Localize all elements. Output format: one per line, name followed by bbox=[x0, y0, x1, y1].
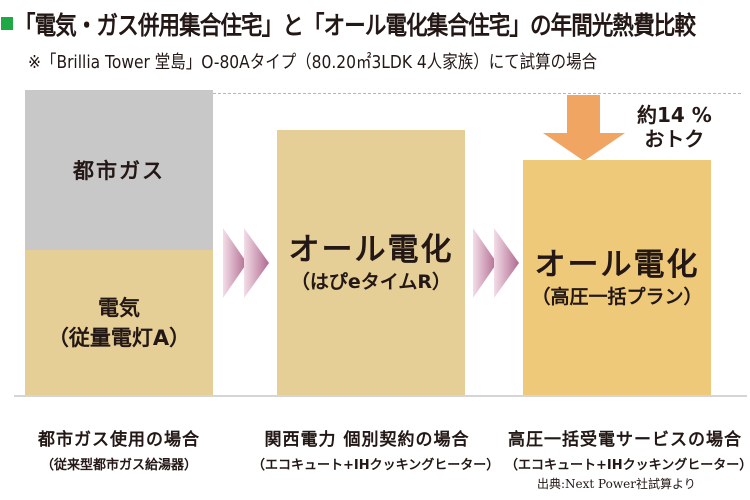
bar-city-gas-label: 都市ガス bbox=[73, 159, 165, 183]
category-right-sub: （エコキュート+IHクッキングヒーター） bbox=[505, 458, 750, 473]
category-left-title: 都市ガス使用の場合 bbox=[38, 430, 200, 450]
bar-all-electric-bulk: オール電化 （高圧一括プラン） bbox=[523, 160, 711, 395]
category-middle-sub: （エコキュート+IHクッキングヒーター） bbox=[252, 458, 500, 473]
bar-right-sublabel: （高圧一括プラン） bbox=[531, 285, 703, 308]
bar-middle-label: オール電化 bbox=[288, 231, 454, 268]
chart-title: 「電気・ガス併用集合住宅」と「オール電化集合住宅」の年間光熱費比較 bbox=[14, 11, 696, 40]
category-middle-title: 関西電力 個別契約の場合 bbox=[264, 430, 470, 450]
bar-all-electric-hapie: オール電化 （はぴeタイムR） bbox=[277, 130, 465, 395]
title-marker bbox=[1, 17, 13, 30]
double-chevron-icon bbox=[473, 228, 519, 298]
category-label-right: 高圧一括受電サービスの場合 （エコキュート+IHクッキングヒーター） bbox=[505, 425, 750, 473]
savings-note: 約14 % おトク bbox=[637, 103, 712, 151]
source-note: 出典:Next Power社試算より bbox=[537, 477, 696, 491]
chart-subtitle: ※「Brillia Tower 堂島」O-80Aタイプ（80.20㎡3LDK 4… bbox=[28, 52, 598, 73]
bar-electric-sublabel: （従量電灯A） bbox=[47, 325, 191, 350]
category-right-title: 高圧一括受電サービスの場合 bbox=[508, 430, 742, 450]
bar-city-gas: 都市ガス bbox=[25, 90, 213, 250]
category-label-left: 都市ガス使用の場合 （従来型都市ガス給湯器） bbox=[14, 425, 224, 473]
double-chevron-icon bbox=[223, 228, 269, 298]
down-arrow-icon bbox=[543, 95, 625, 161]
category-label-middle: 関西電力 個別契約の場合 （エコキュート+IHクッキングヒーター） bbox=[252, 425, 500, 473]
bar-middle-sublabel: （はぴeタイムR） bbox=[290, 270, 452, 293]
savings-percent: 約14 % bbox=[637, 103, 712, 127]
bar-electric-label: 電気 bbox=[98, 295, 140, 320]
bar-electric-a: 電気 （従量電灯A） bbox=[25, 250, 213, 395]
savings-text: おトク bbox=[644, 127, 705, 151]
category-left-sub: （従来型都市ガス給湯器） bbox=[40, 458, 197, 473]
bar-right-label: オール電化 bbox=[534, 246, 700, 283]
baseline bbox=[14, 395, 747, 397]
reference-dotted-line bbox=[213, 93, 741, 94]
